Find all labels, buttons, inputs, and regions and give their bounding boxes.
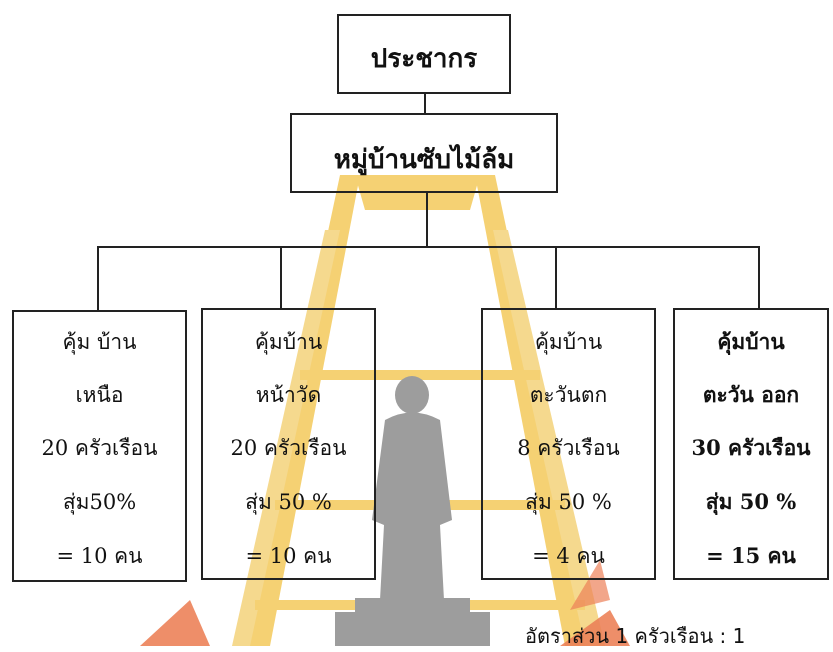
group-line: 20 ครัวเรือน: [230, 436, 347, 460]
group-line: สุ่ม 50 %: [525, 490, 612, 514]
connector-village-bus: [426, 191, 428, 247]
group-line: = 10 คน: [245, 544, 332, 568]
group-line: สุ่ม50%: [62, 490, 137, 514]
group-node-west: คุ้มบ้าน ตะวันตก 8 ครัวเรือน สุ่ม 50 % =…: [481, 308, 656, 580]
group-line: = 4 คน: [532, 544, 605, 568]
connector-drop-2: [280, 246, 282, 310]
group-line: คุ้มบ้าน: [534, 330, 603, 354]
group-node-east: คุ้มบ้าน ตะวัน ออก 30 ครัวเรือน สุ่ม 50 …: [673, 308, 829, 580]
group-line: สุ่ม 50 %: [245, 490, 332, 514]
group-line: คุ้ม บ้าน: [62, 330, 137, 354]
group-line: 8 ครัวเรือน: [517, 436, 620, 460]
group-line: สุ่ม 50 %: [705, 489, 797, 514]
group-node-temple: คุ้มบ้าน หน้าวัด 20 ครัวเรือน สุ่ม 50 % …: [201, 308, 376, 580]
village-node: หมู่บ้านซับไม้ล้ม: [290, 113, 558, 193]
group-line: 30 ครัวเรือน: [691, 435, 811, 460]
group-line: เหนือ: [75, 383, 124, 407]
connector-drop-4: [758, 246, 760, 308]
population-node: ประชากร: [337, 14, 511, 94]
connector-bus: [97, 246, 759, 248]
connector-drop-1: [97, 246, 99, 310]
connector-root-village: [424, 94, 426, 115]
ratio-note: อัตราส่วน 1 ครัวเรือน : 1: [525, 624, 746, 648]
group-line: = 15 คน: [706, 543, 796, 568]
group-line: ตะวัน ออก: [702, 382, 800, 407]
group-line: 20 ครัวเรือน: [41, 436, 158, 460]
village-label: หมู่บ้านซับไม้ล้ม: [333, 145, 515, 175]
group-node-north: คุ้ม บ้าน เหนือ 20 ครัวเรือน สุ่ม50% = 1…: [12, 310, 187, 582]
group-line: หน้าวัด: [255, 383, 322, 407]
group-line: ตะวันตก: [529, 383, 608, 407]
connector-drop-3: [555, 246, 557, 308]
group-line: = 10 คน: [56, 544, 143, 568]
population-label: ประชากร: [370, 44, 478, 74]
group-line: คุ้มบ้าน: [254, 330, 323, 354]
group-line: คุ้มบ้าน: [717, 329, 785, 354]
